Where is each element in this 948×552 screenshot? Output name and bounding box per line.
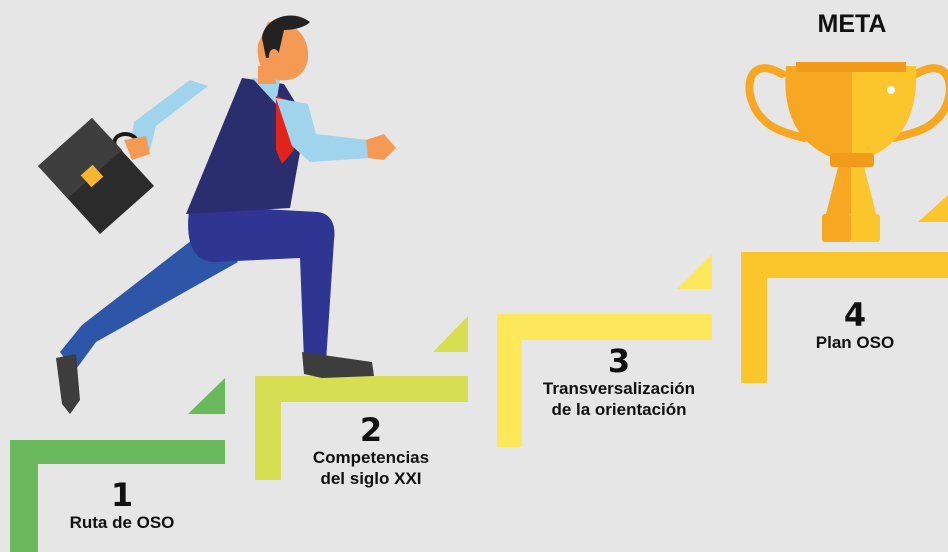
shirt-collar — [252, 78, 280, 104]
trophy-rim — [796, 62, 906, 72]
step-2-label: 2 Competencias del siglo XXI — [286, 413, 456, 489]
trophy-cup-highlight — [852, 66, 917, 156]
trophy-icon — [745, 62, 948, 242]
goal-label: META — [817, 10, 887, 38]
front-hand — [366, 134, 396, 160]
step-2-arrow — [433, 316, 468, 352]
front-leg — [188, 205, 335, 362]
step-2-text-line-2: del siglo XXI — [320, 469, 422, 488]
step-1-label: 1 Ruta de OSO — [40, 478, 204, 533]
step-4-number: 4 — [843, 296, 867, 334]
step-4-bracket — [741, 252, 948, 383]
step-2-bracket — [255, 376, 468, 480]
step-3-label: 3 Transversalización de la orientación — [524, 344, 714, 420]
step-4-text: Plan OSO — [815, 333, 895, 352]
vest — [186, 78, 300, 214]
back-shoe — [56, 354, 80, 414]
step-4-label: 4 Plan OSO — [790, 298, 920, 353]
step-3-text-line-2: de la orientación — [551, 400, 687, 419]
hair — [262, 15, 310, 59]
step-4-arrow — [918, 195, 948, 222]
step-3-text-line-1: Transversalización — [542, 379, 696, 398]
front-shoe — [302, 352, 374, 378]
step-2-text-line-1: Competencias — [312, 448, 430, 467]
step-3 — [497, 254, 712, 447]
step-1-text: Ruta de OSO — [69, 513, 175, 532]
step-3-number: 3 — [607, 342, 631, 380]
front-arm — [276, 98, 370, 162]
back-arm — [130, 80, 208, 150]
trophy-stem-highlight — [851, 167, 876, 214]
trophy-handle-right — [890, 64, 948, 142]
step-2-number: 2 — [359, 411, 383, 449]
trophy-handle-left — [745, 64, 808, 142]
ear — [269, 49, 279, 63]
step-4 — [741, 195, 948, 383]
step-2 — [255, 316, 468, 480]
trophy-neck — [830, 153, 874, 167]
step-1-arrow — [188, 378, 225, 414]
briefcase-clasp — [80, 164, 104, 188]
businessman-figure — [38, 15, 396, 414]
step-3-bracket — [497, 314, 712, 447]
trophy-base-shade — [822, 214, 851, 242]
briefcase-flap — [38, 118, 122, 198]
step-1-number: 1 — [110, 476, 134, 514]
step-3-arrow — [677, 254, 712, 289]
step-1 — [10, 378, 225, 552]
back-hand — [124, 136, 150, 160]
step-1-bracket — [10, 440, 225, 552]
trophy-sparkle — [887, 86, 895, 94]
back-leg — [60, 230, 238, 372]
